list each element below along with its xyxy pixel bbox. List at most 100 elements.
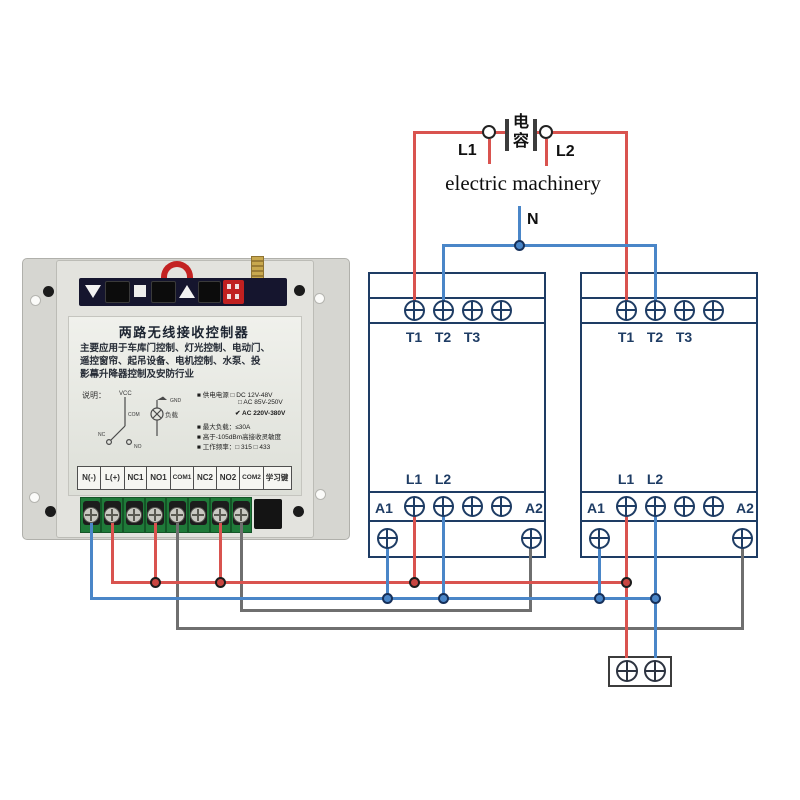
spec-power-opt2: □ AC 85V-250V [238, 399, 283, 406]
terminal-strip-separator [122, 497, 124, 533]
wire-neutral-bus-bottom [90, 597, 657, 600]
wire-neutral-bus-top [442, 244, 657, 247]
motor-l2-label: L2 [556, 143, 575, 160]
terminal-strip-separator [209, 497, 211, 533]
junction-dot [594, 593, 605, 604]
contactor-left-l2-terminal [432, 495, 454, 517]
junction-dot [650, 593, 661, 604]
contactor-left [368, 272, 546, 558]
contactor-left-l1-terminal [403, 495, 425, 517]
contactor-left-line [368, 297, 546, 299]
wire-live-left [413, 131, 416, 303]
wire-com1-bus [176, 627, 744, 630]
wire-a1-left-drop [386, 538, 389, 600]
dip-switch-pin [227, 284, 231, 289]
contactor-left-a2-terminal [520, 527, 542, 549]
motor-title: electric machinery [445, 171, 601, 195]
screw-terminal [147, 507, 163, 523]
schematic-gnd-label: GND [170, 398, 182, 404]
schematic-com-label: COM [128, 412, 140, 418]
mount-screw-icon [293, 506, 304, 517]
motor-l1-label: L1 [458, 142, 477, 159]
contactor-left-line [368, 322, 546, 324]
note-label: 说明： [82, 391, 106, 400]
spec-load: ■ 最大负载：≤30A [197, 424, 251, 431]
terminal-label-no2: NO2 [215, 466, 241, 490]
contactor-right-t4-terminal [702, 299, 724, 321]
contactor-right-a2-terminal [731, 527, 753, 549]
screw-terminal [126, 507, 142, 523]
terminal-strip-separator [187, 497, 189, 533]
screw-terminal [190, 507, 206, 523]
contactor-left-line [368, 520, 546, 522]
relay-schematic: VCC COM NC NO 负载 GND [98, 391, 182, 450]
contactor-right-t1-terminal [615, 299, 637, 321]
spec-power: ■ 供电电源 □ DC 12V-48V [197, 392, 273, 399]
wire-motor-l1-stub [488, 139, 491, 164]
screw-terminal [169, 507, 185, 523]
terminal-label-learn: 学习键 [262, 466, 292, 490]
contactor-left-l2-label: L2 [434, 471, 452, 487]
push-button [151, 281, 176, 303]
mount-hole-icon [30, 295, 41, 306]
contactor-left-l1-label: L1 [405, 471, 423, 487]
module-description-line: 影幕升降器控制及安防行业 [80, 369, 195, 380]
contactor-right-line [580, 491, 758, 493]
wire-l1-left-drop [413, 506, 416, 584]
wire-motor-l2-stub [545, 139, 548, 166]
wire-com1-drop [176, 512, 179, 630]
contactor-left-a2-label: A2 [525, 500, 543, 516]
terminal-label-nc2: NC2 [193, 466, 217, 490]
terminal-label-n: N(-) [76, 466, 102, 490]
wire-com1-to-a2-right [741, 544, 744, 630]
junction-dot [438, 593, 449, 604]
terminal-strip-separator [144, 497, 146, 533]
contactor-left-t4-terminal [490, 299, 512, 321]
contactor-left-t3-label: T3 [463, 329, 481, 345]
contactor-right-t2-terminal [644, 299, 666, 321]
antenna-connector-icon [251, 256, 264, 280]
junction-dot [514, 240, 525, 251]
contactor-right-l4-terminal [702, 495, 724, 517]
contactor-right-line [580, 297, 758, 299]
wire-com2-drop [240, 512, 243, 612]
wire-no2-drop [219, 512, 222, 584]
contactor-left-t1-terminal [403, 299, 425, 321]
contactor-right-line [580, 322, 758, 324]
dip-switch-pin [235, 294, 239, 299]
dip-switch-pin [235, 284, 239, 289]
capacitor-label: 电容 [512, 114, 529, 150]
spec-power-opt3: ✔ AC 220V-380V [235, 410, 286, 417]
contactor-left-a1-terminal [376, 527, 398, 549]
junction-dot [215, 577, 226, 588]
wire-a1-right-drop [598, 538, 601, 600]
contactor-right-a1-label: A1 [587, 500, 605, 516]
mount-screw-icon [43, 286, 54, 297]
mount-hole-icon [315, 489, 326, 500]
wire-neutral-feed [90, 512, 93, 600]
contactor-left-t3-terminal [461, 299, 483, 321]
screw-terminal [104, 507, 120, 523]
capacitor-gap [509, 112, 534, 155]
wire-l2-right-drop [654, 506, 657, 658]
push-button [105, 281, 130, 303]
contactor-left-t1-label: T1 [405, 329, 423, 345]
terminal-label-row: N(-) L(+) NC1 NO1 COM1 NC2 NO2 COM2 学习键 [76, 466, 292, 490]
terminal-label-nc1: NC1 [123, 466, 148, 490]
capacitor-terminal-icon [539, 125, 553, 139]
spec-sensitivity: ■ 高于-105dBm高接收灵敏度 [197, 434, 282, 441]
wire-com2-bus [240, 609, 532, 612]
contactor-right-t1-label: T1 [617, 329, 635, 345]
terminal-label-l: L(+) [100, 466, 125, 490]
terminal-strip-separator [100, 497, 102, 533]
terminal-label-com1: COM1 [169, 466, 195, 490]
contactor-right-line [580, 520, 758, 522]
schematic-load-label: 负载 [165, 410, 179, 419]
contactor-right-t2-label: T2 [646, 329, 664, 345]
contactor-left-t2-label: T2 [434, 329, 452, 345]
output-block-terminal [643, 660, 666, 682]
screw-terminal [212, 507, 228, 523]
contactor-right-l1-label: L1 [617, 471, 635, 487]
mount-screw-icon [45, 506, 56, 517]
